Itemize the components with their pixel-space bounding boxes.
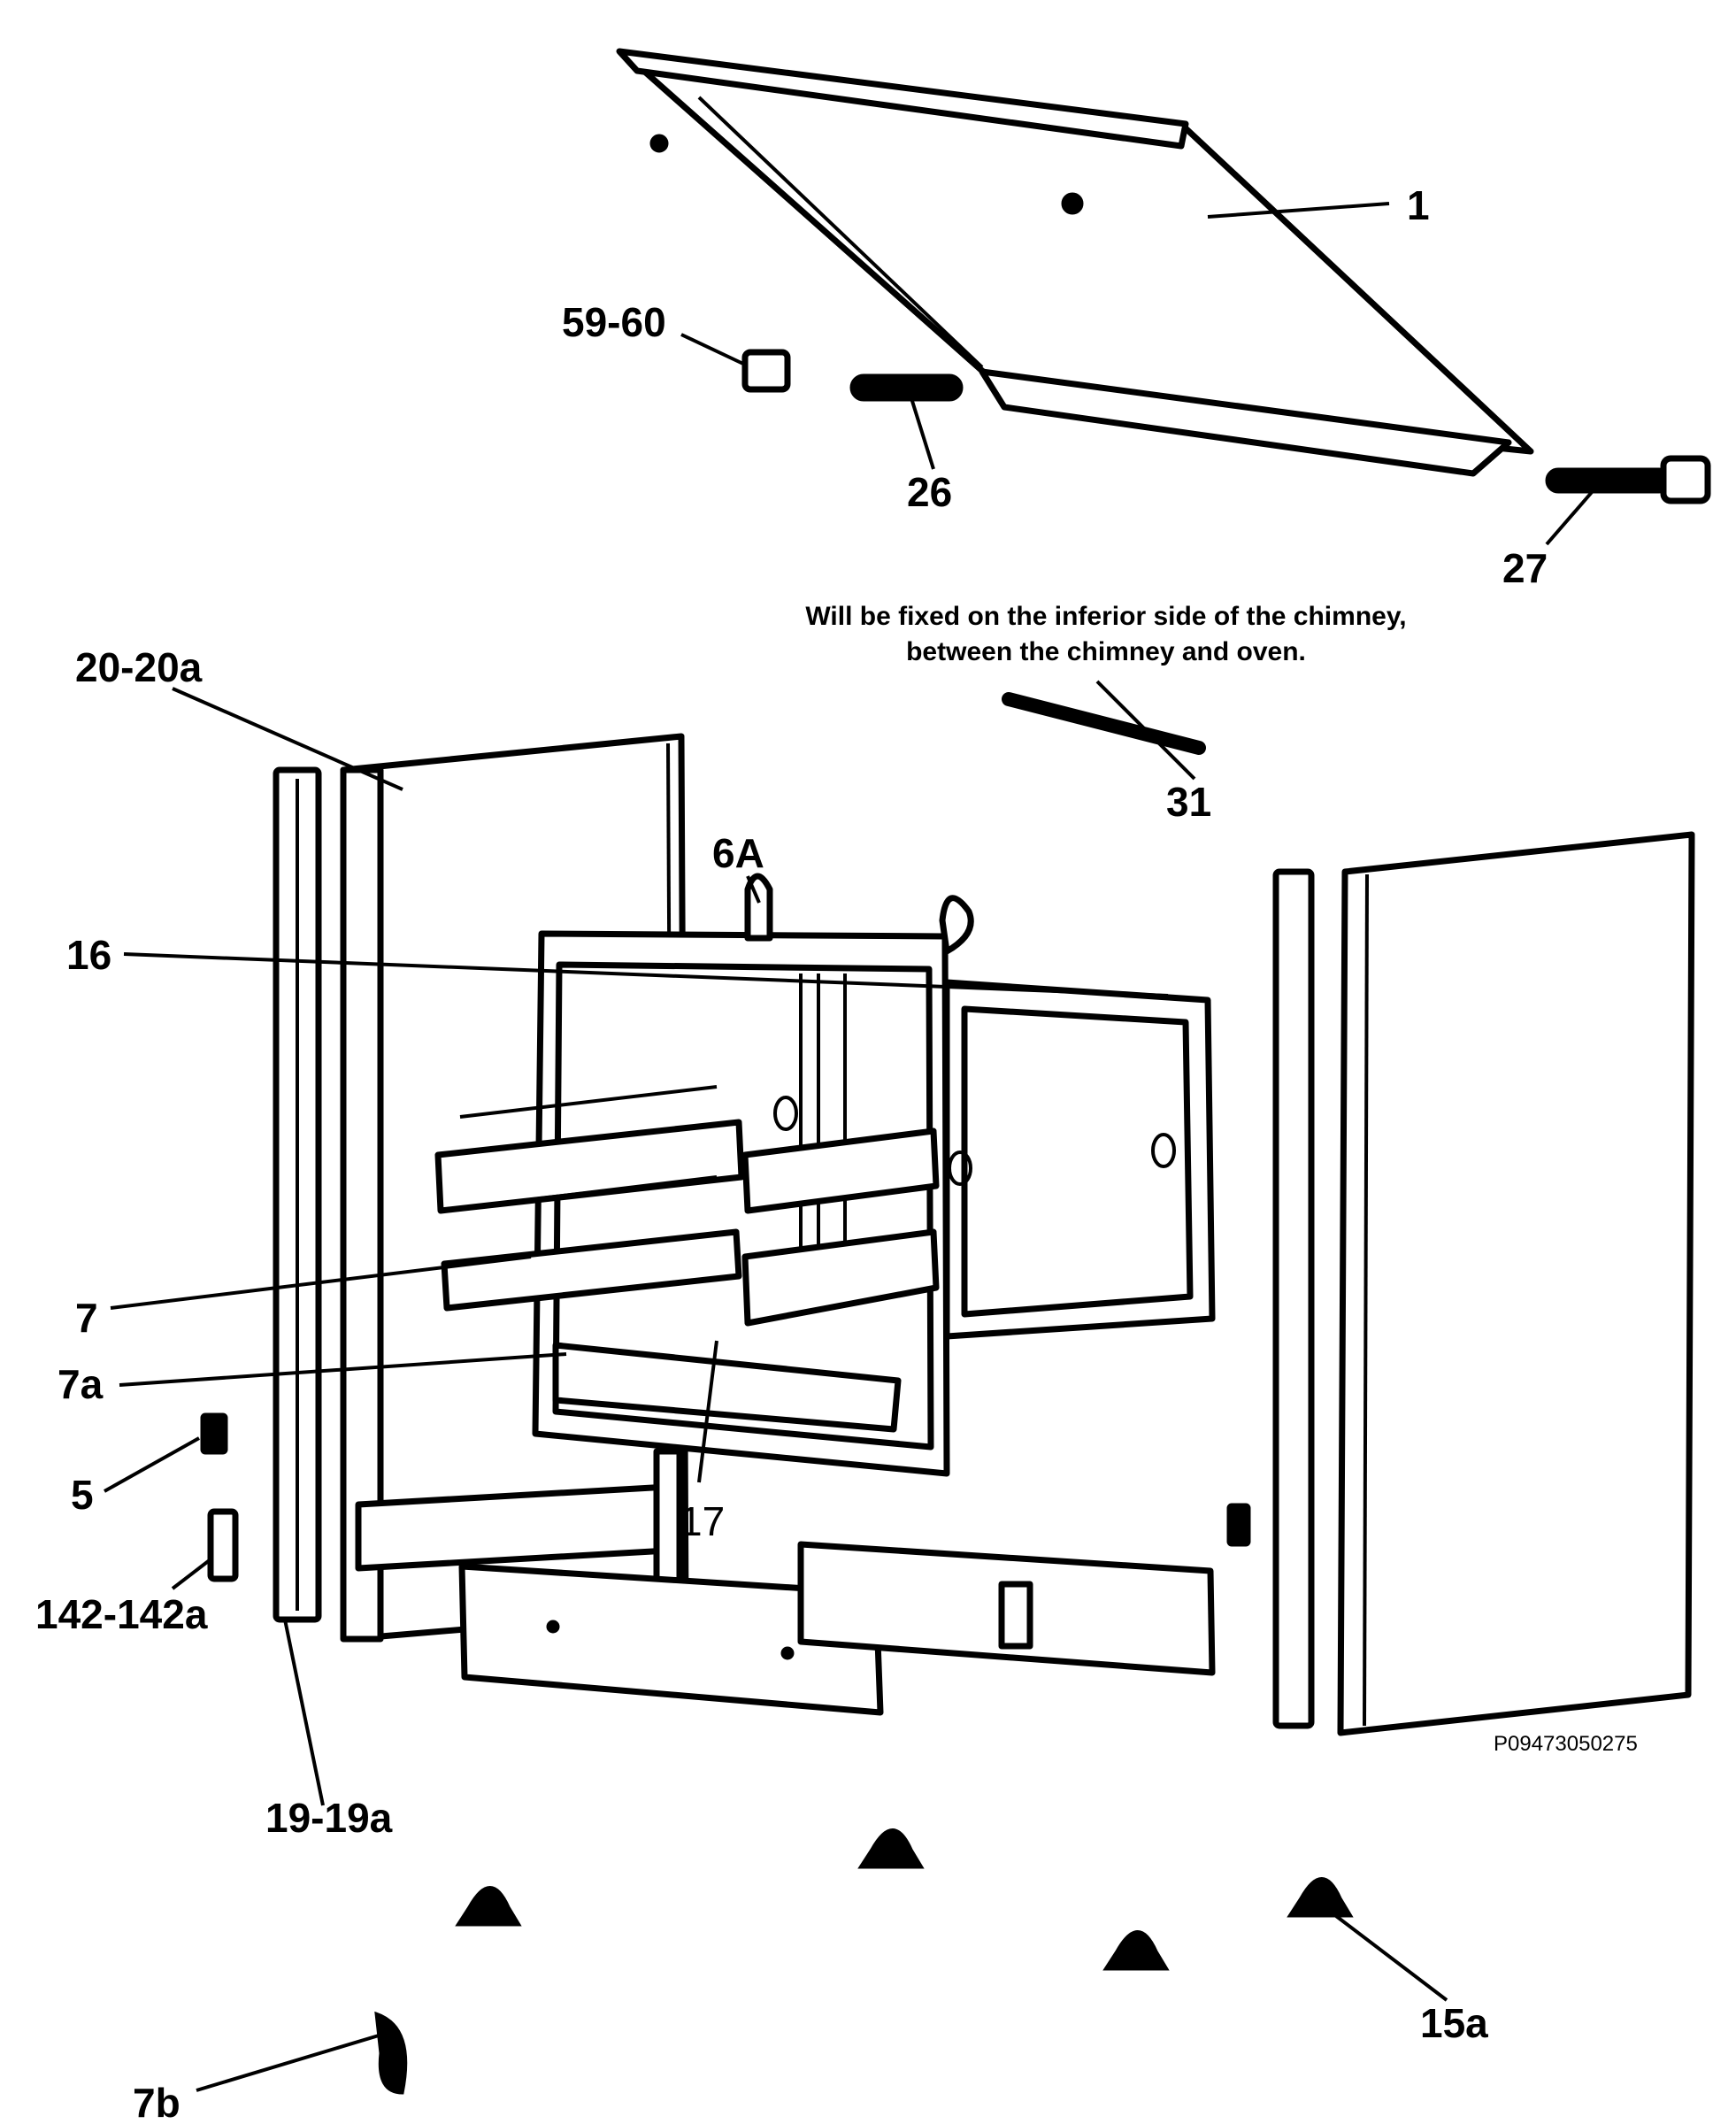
gasket-part-31 [1002,692,1206,755]
foot-part-15a [455,1828,1354,1971]
label-27: 27 [1502,545,1548,591]
bottom-panel-front [458,1563,884,1716]
note-line-1: Will be fixed on the inferior side of th… [805,602,1406,631]
label-5: 5 [71,1472,94,1518]
label-7b: 7b [133,2080,181,2124]
lid-part-1 [616,48,1534,477]
bottom-panel-rear [797,1541,1216,1676]
cap-part-7b [374,2011,408,2095]
clip-part-5 [200,1412,228,1455]
label-15a: 15a [1420,2000,1488,2046]
clip-right [1226,1503,1251,1547]
hinge-pin-part-26 [849,373,964,402]
side-panel-right [1337,831,1695,1736]
label-19-19a: 19-19a [265,1795,393,1841]
side-panel-left-19-19a [273,766,322,1623]
label-31: 31 [1166,779,1211,825]
installation-note: Will be fixed on the inferior side of th… [805,602,1406,666]
callout-labels: 1 59-60 26 27 20-20a 31 6A 16 7 7a 5 142… [35,182,1548,2124]
hinge-pin-part-27 [1545,455,1711,504]
label-26: 26 [907,469,952,515]
label-16: 16 [66,932,111,978]
clip-part-142-142a [207,1508,239,1582]
note-line-2: between the chimney and oven. [906,637,1306,666]
label-7: 7 [75,1295,98,1341]
label-7a: 7a [58,1361,104,1407]
label-6A: 6A [712,830,764,876]
drawing-code: P09473050275 [1494,1732,1638,1756]
label-1: 1 [1407,182,1430,228]
leader-lines [104,202,1594,2092]
label-142-142a: 142-142a [35,1591,208,1637]
rack-shelf-part-7a [741,1127,940,1327]
label-17: 17 [680,1498,725,1544]
label-20-20a: 20-20a [75,644,203,690]
rack-shelf-part-7 [434,1085,745,1312]
oven-cavity [532,930,1216,1477]
clip-part-59-60 [741,349,791,393]
label-59-60: 59-60 [562,299,666,345]
side-panel-right-strip [1272,868,1315,1729]
